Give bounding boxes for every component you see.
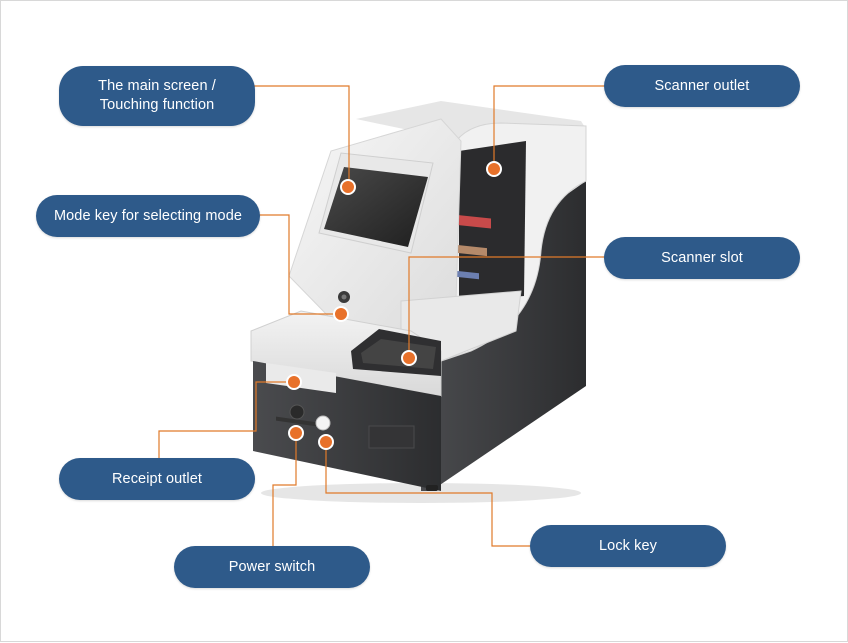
leader-lines bbox=[158, 85, 605, 547]
marker-scanner-slot bbox=[401, 350, 417, 366]
leader-receipt bbox=[158, 381, 293, 479]
leader-main-screen bbox=[253, 85, 350, 187]
markers bbox=[286, 161, 502, 450]
leader-lock bbox=[325, 442, 531, 547]
lower-front-base bbox=[253, 361, 441, 491]
marker-lock bbox=[318, 434, 334, 450]
label-power-switch: Power switch bbox=[174, 546, 370, 588]
label-mode-key: Mode key for selecting mode bbox=[36, 195, 260, 237]
marker-mode-key bbox=[333, 306, 349, 322]
label-main-screen-line2: Touching function bbox=[99, 97, 215, 113]
leader-scanner-outlet bbox=[493, 85, 605, 169]
label-scanner-slot: Scanner slot bbox=[604, 237, 800, 279]
marker-power bbox=[288, 425, 304, 441]
label-receipt-outlet: Receipt outlet bbox=[59, 458, 255, 500]
label-lock-key: Lock key bbox=[530, 525, 726, 567]
leader-scanner-slot bbox=[408, 256, 605, 358]
leader-power bbox=[272, 433, 297, 547]
marker-receipt bbox=[286, 374, 302, 390]
scanner-tower bbox=[459, 141, 526, 301]
receipt-panel bbox=[266, 363, 336, 393]
receipt-slot bbox=[276, 416, 326, 428]
label-main-screen: The main screen / Touching function bbox=[59, 66, 255, 126]
power-button bbox=[289, 404, 305, 420]
marker-scanner-outlet bbox=[486, 161, 502, 177]
vent bbox=[368, 425, 415, 449]
marker-main-screen bbox=[340, 179, 356, 195]
label-main-screen-line1: The main screen / bbox=[98, 78, 216, 94]
lock-key bbox=[315, 415, 331, 431]
leader-mode-key bbox=[259, 214, 341, 315]
label-scanner-outlet: Scanner outlet bbox=[604, 65, 800, 107]
